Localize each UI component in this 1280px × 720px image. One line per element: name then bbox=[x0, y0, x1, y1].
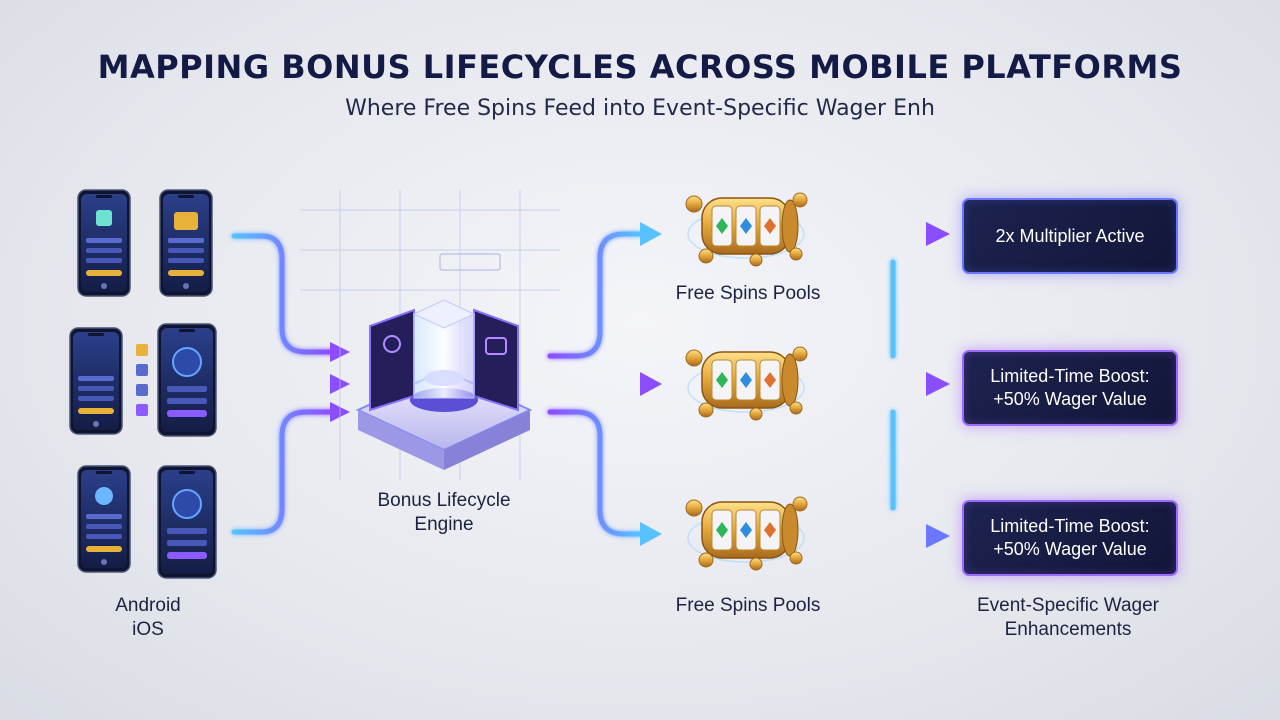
free-spins-pools-label-top: Free Spins Pools bbox=[675, 283, 821, 304]
side-icons bbox=[136, 344, 148, 416]
enhancement-box-boost-2-line2: +50% Wager Value bbox=[993, 539, 1147, 559]
engine-label-line2: Engine bbox=[414, 514, 474, 535]
engine-label-line1: Bonus Lifecycle bbox=[377, 490, 511, 511]
android-phone-top bbox=[77, 189, 131, 297]
android-phone-middle bbox=[69, 327, 123, 435]
enhancement-box-boost-1-line2: +50% Wager Value bbox=[993, 389, 1147, 409]
ios-label: iOS bbox=[132, 619, 164, 640]
apple-logo-icon bbox=[95, 487, 113, 505]
enhancement-box-boost-1[interactable]: Limited-Time Boost: +50% Wager Value bbox=[962, 350, 1178, 426]
engine-label: Bonus Lifecycle Engine bbox=[344, 489, 544, 537]
page-subtitle: Where Free Spins Feed into Event-Specifi… bbox=[345, 96, 935, 121]
android-logo-icon bbox=[96, 210, 112, 226]
free-spins-pools-label-bottom: Free Spins Pools bbox=[675, 595, 821, 616]
enhancements-label-line1: Event-Specific Wager bbox=[977, 595, 1159, 616]
page-title: MAPPING BONUS LIFECYCLES ACROSS MOBILE P… bbox=[97, 48, 1183, 86]
enhancements-label: Event-Specific Wager Enhancements bbox=[942, 594, 1194, 642]
free-spins-reel-bottom bbox=[685, 496, 808, 571]
android-label: Android bbox=[115, 595, 181, 616]
ios-phone-middle bbox=[157, 323, 217, 437]
free-spins-reel-top bbox=[685, 192, 808, 267]
ios-phone-top bbox=[159, 189, 213, 297]
enhancement-box-multiplier-text: 2x Multiplier Active bbox=[995, 225, 1145, 246]
engine-connector-arrowheads bbox=[640, 222, 662, 546]
enhancement-box-boost-2[interactable]: Limited-Time Boost: +50% Wager Value bbox=[962, 500, 1178, 576]
enhancement-box-multiplier[interactable]: 2x Multiplier Active bbox=[962, 198, 1178, 274]
platforms-label: Android iOS bbox=[88, 594, 208, 642]
enhancement-box-boost-2-line1: Limited-Time Boost: bbox=[990, 516, 1150, 536]
pool-connectors bbox=[845, 231, 931, 539]
bonus-engine-graphic bbox=[300, 190, 560, 480]
free-spins-reel-middle bbox=[685, 346, 808, 421]
card-icon bbox=[174, 212, 198, 230]
enhancements-label-line2: Enhancements bbox=[1004, 619, 1132, 640]
enhancement-box-boost-1-line1: Limited-Time Boost: bbox=[990, 366, 1150, 386]
ios-phone-bottom-right bbox=[157, 465, 217, 579]
engine-connectors bbox=[547, 231, 643, 537]
pool-connector-arrowheads bbox=[926, 222, 950, 548]
ios-phone-bottom-left bbox=[77, 465, 131, 573]
phone-connectors bbox=[231, 233, 333, 535]
